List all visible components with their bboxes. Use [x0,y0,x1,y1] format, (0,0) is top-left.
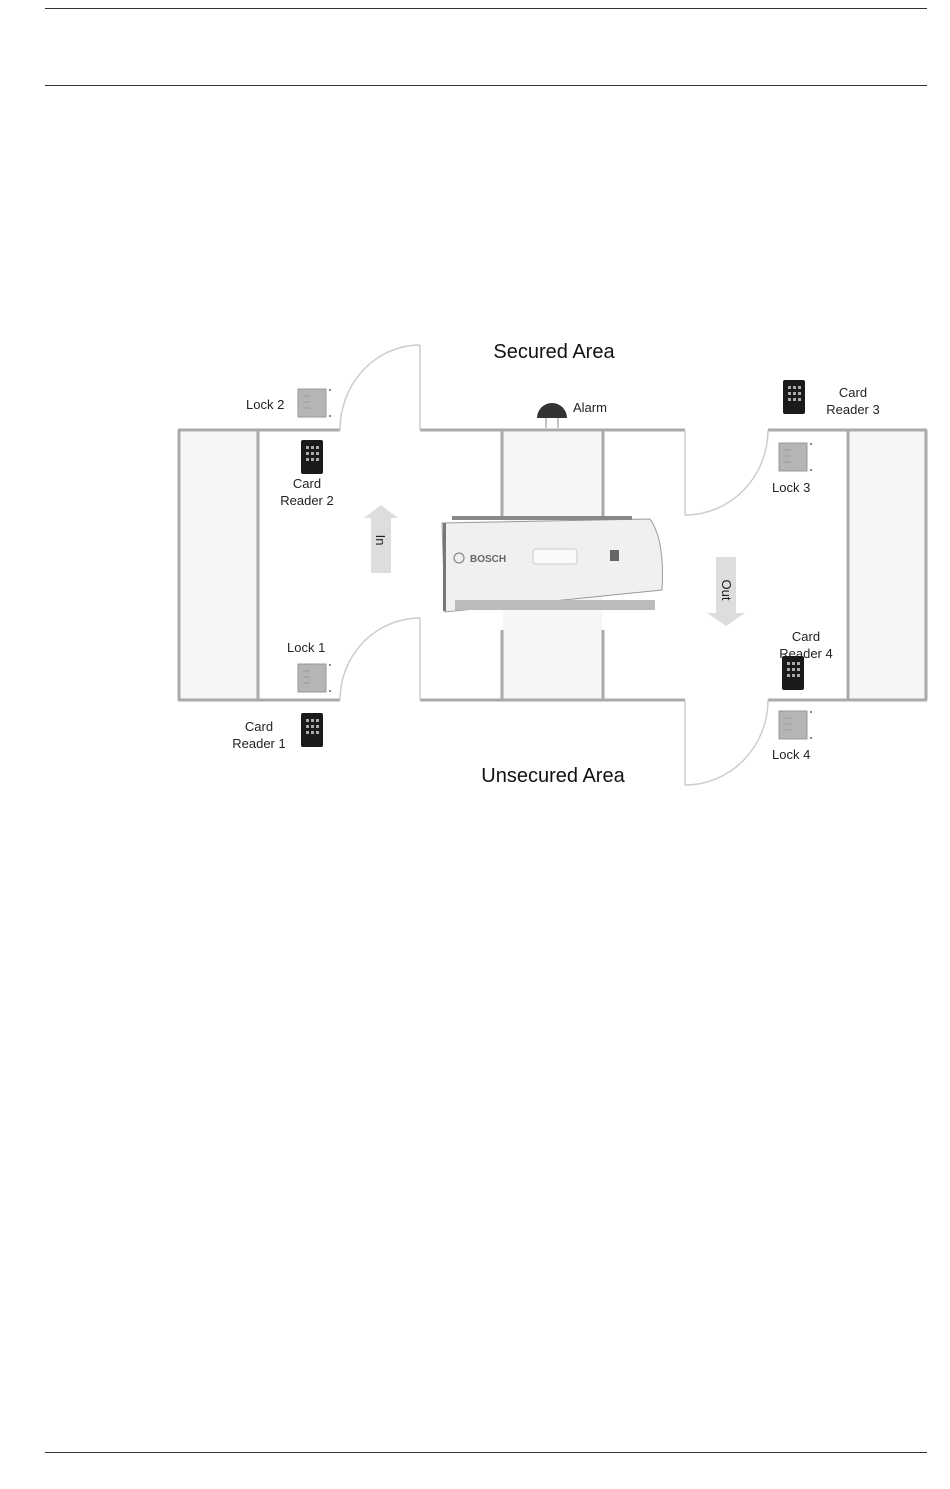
in-arrow-label: In [373,535,388,546]
out-arrow-icon [707,557,745,626]
lock-2-icon [297,388,332,418]
out-arrow-label: Out [719,580,734,601]
card-reader-2-label-line2: Reader 2 [280,493,333,508]
card-reader-3-icon [783,380,805,414]
lock-3-icon [778,442,813,472]
card-reader-3-label-line2: Reader 3 [826,402,879,417]
lock-2-label: Lock 2 [246,397,284,412]
in-arrow-icon [364,505,398,573]
header-rule-bottom [45,85,927,86]
lock-1-label: Lock 1 [287,640,325,655]
card-reader-2-icon [301,440,323,474]
controller-device [441,516,663,613]
card-reader-1-label-line1: Card [245,719,273,734]
card-reader-2-label-line1: Card [293,476,321,491]
card-reader-4-icon [782,656,804,690]
controller-brand: BOSCH [470,554,506,565]
header-rule-top [45,8,927,9]
secured-area-label: Secured Area [493,341,615,363]
lock-4-label: Lock 4 [772,747,810,762]
doors [339,344,769,786]
card-reader-4-label-line1: Card [792,629,820,644]
unsecured-area-label: Unsecured Area [481,765,625,787]
card-reader-1-label-line2: Reader 1 [232,736,285,751]
card-reader-1-icon [301,713,323,747]
alarm-icon [537,403,567,428]
footer-rule [45,1452,927,1453]
lock-1-icon [297,663,332,693]
alarm-label: Alarm [573,400,607,415]
card-reader-3-label-line1: Card [839,385,867,400]
lock-3-label: Lock 3 [772,480,810,495]
lock-4-icon [778,710,813,740]
